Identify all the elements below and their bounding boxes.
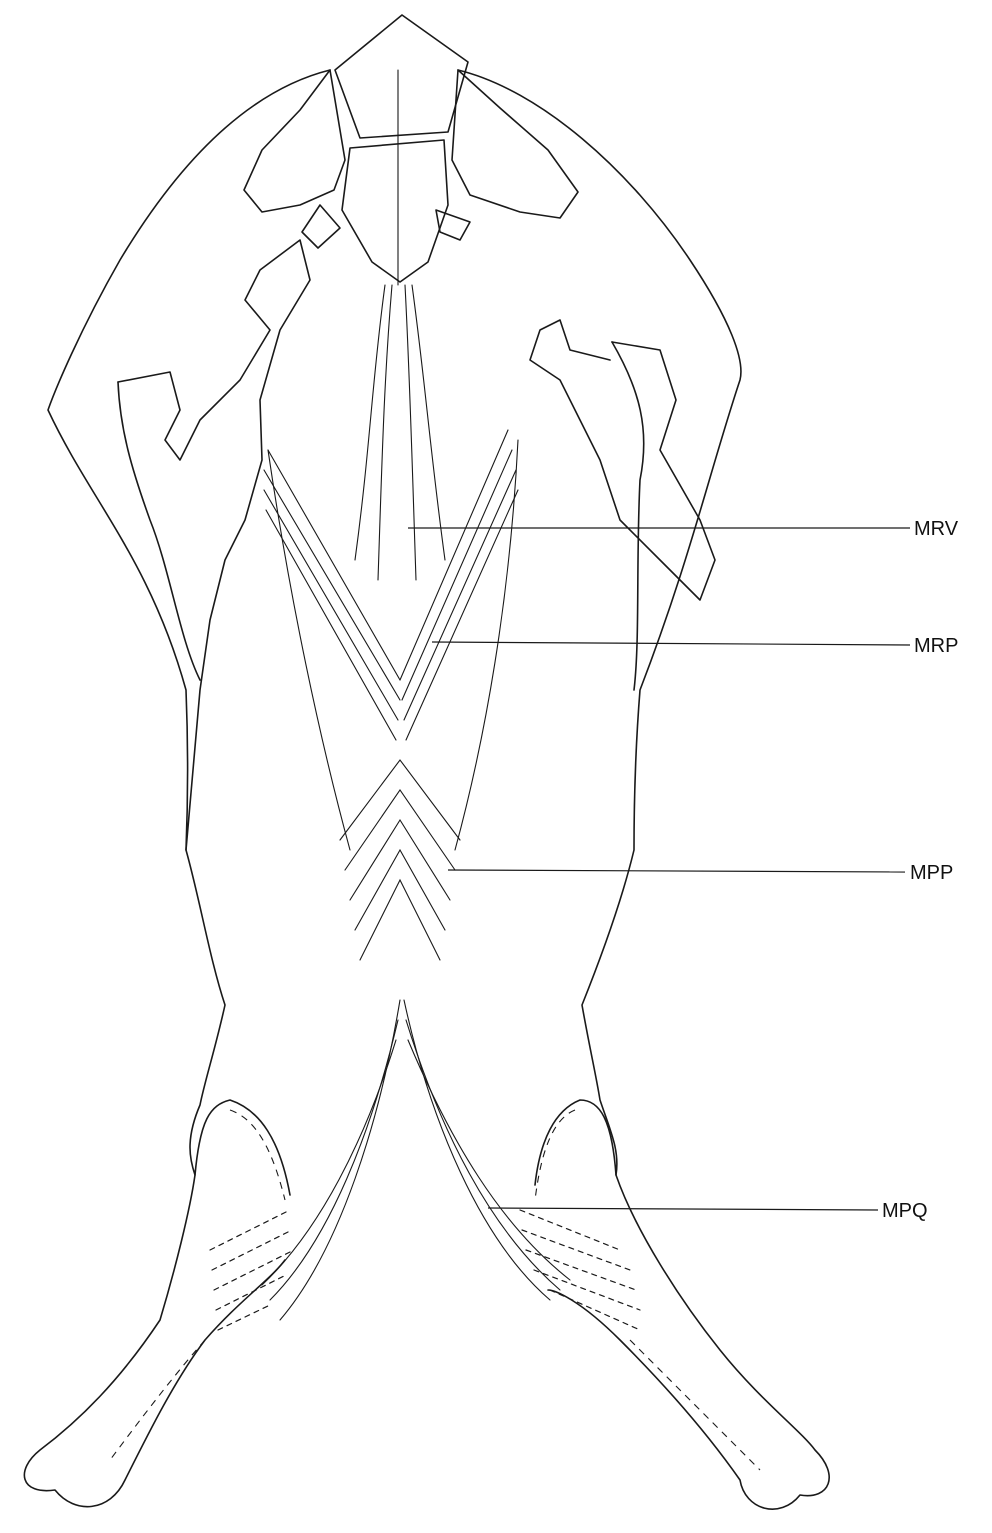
label-mpp: MPP bbox=[910, 862, 953, 884]
left-body-contour bbox=[24, 70, 330, 1507]
annotations: MRV MRP MPP MPQ bbox=[408, 518, 959, 1222]
right-forelimb-inner bbox=[612, 342, 644, 690]
mpq-fibre-right-3 bbox=[408, 1040, 570, 1280]
mrp-band-right-3 bbox=[404, 470, 516, 720]
right-shin-dashed bbox=[630, 1340, 760, 1470]
leader-line-mrp bbox=[432, 642, 910, 645]
muscle-cross-outline-left bbox=[268, 450, 350, 850]
left-forelimb bbox=[118, 240, 310, 850]
left-thigh-hatching bbox=[210, 1210, 294, 1330]
body-outline bbox=[24, 70, 829, 1509]
mpp-chevron-3 bbox=[350, 820, 450, 900]
label-mrp: MRP bbox=[914, 635, 958, 657]
mpp-chevron-2 bbox=[345, 790, 455, 870]
snout-outline bbox=[335, 15, 468, 138]
mpq-fibre-right-1 bbox=[404, 1000, 550, 1300]
mpq-fibre-right-2 bbox=[406, 1020, 560, 1290]
forelimbs bbox=[118, 240, 715, 850]
left-hyoid-process bbox=[302, 205, 340, 248]
label-mpq: MPQ bbox=[882, 1200, 928, 1222]
label-mrv: MRV bbox=[914, 518, 959, 540]
mrp-band-left-3 bbox=[264, 490, 398, 720]
leader-line-mpp bbox=[448, 870, 905, 872]
mpp-chevron-1 bbox=[340, 760, 460, 840]
mpp-chevron-4 bbox=[355, 850, 445, 930]
jaw-block bbox=[342, 140, 448, 282]
right-body-contour bbox=[458, 70, 829, 1509]
ventral-muscles bbox=[210, 285, 640, 1330]
mrp-band-left-2 bbox=[264, 470, 400, 700]
leader-line-mpq bbox=[488, 1208, 878, 1210]
left-shin-dashed bbox=[110, 1340, 205, 1460]
left-thigh-dashed bbox=[230, 1110, 285, 1200]
mrp-band-left-4 bbox=[266, 510, 396, 740]
mpq-fibre-left-2 bbox=[270, 1020, 398, 1300]
mpp-chevron-5 bbox=[360, 880, 440, 960]
muscle-cross-outline-right bbox=[455, 440, 518, 850]
left-forelimb-inner bbox=[118, 382, 200, 680]
left-thigh bbox=[195, 1100, 290, 1195]
mrp-band-left-1 bbox=[268, 450, 400, 680]
mrv-strand-right-1 bbox=[405, 285, 416, 580]
left-hyoid-lobe bbox=[244, 70, 345, 212]
mpq-fibre-left-1 bbox=[280, 1000, 400, 1320]
hindlimbs bbox=[110, 1100, 760, 1470]
mrv-strand-right-2 bbox=[412, 285, 445, 560]
